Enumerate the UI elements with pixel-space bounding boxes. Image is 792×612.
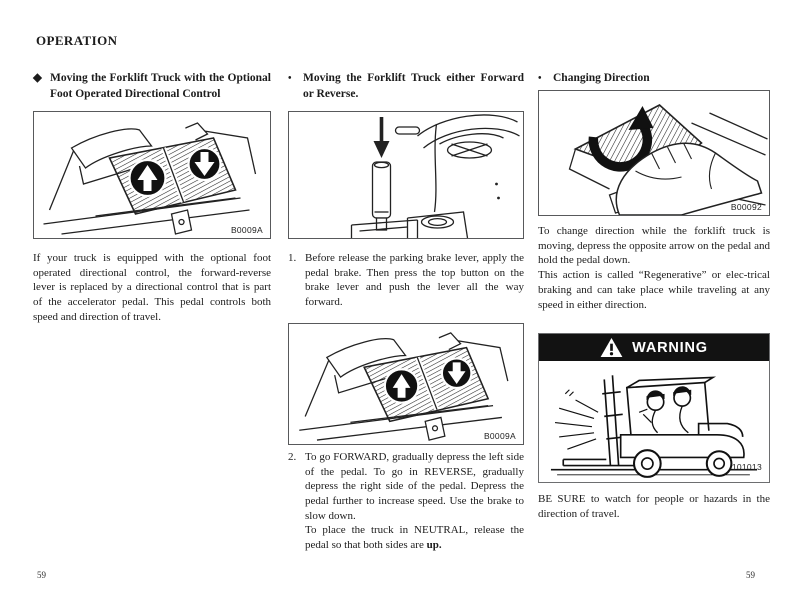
down-arrow-icon [194, 152, 215, 176]
page-number-left: 59 [37, 570, 46, 580]
page-number-right: 59 [746, 570, 755, 580]
foot-control-paragraph: If your truck is equipped with the optio… [33, 252, 271, 323]
foot-on-pedal-illustration [568, 104, 768, 215]
warning-box: WARNING [538, 333, 770, 484]
column-middle: • Moving the Forklift Truck either Forwa… [288, 70, 524, 553]
changing-direction-paragraph-2: This action is called “Regenerative” or … [538, 269, 770, 311]
warning-triangle-icon [600, 338, 623, 358]
down-arrow-icon [447, 362, 466, 384]
warning-title: WARNING [632, 339, 708, 356]
up-arrow-icon [137, 165, 158, 191]
column-left: ◆ Moving the Forklift Truck with the Opt… [33, 70, 271, 325]
bold-up: up. [426, 539, 442, 552]
steering-wheel-icon [417, 114, 520, 159]
step-1: 1. Before release the parking brake leve… [288, 252, 524, 309]
parking-brake-lever-illustration [350, 114, 520, 238]
pedal-plate [108, 137, 237, 215]
figure-code: B00092 [730, 202, 762, 212]
be-sure-note: BE SURE to watch for people or hazards i… [538, 493, 770, 520]
impact-lines [554, 389, 599, 450]
warning-header: WARNING [539, 334, 769, 362]
changing-direction-paragraph-1: To change direction while the forklift t… [538, 225, 770, 267]
brake-lever-figure [288, 111, 524, 239]
pedal-figure: B0009A [33, 111, 271, 239]
page-title: OPERATION [36, 33, 118, 48]
pedal-plate [363, 346, 490, 423]
column-right: • Changing Direction [538, 70, 770, 522]
directional-pedal-illustration [43, 122, 257, 235]
step-1-text: Before release the parking brake lever, … [305, 252, 524, 309]
dot-bullet-icon: • [538, 73, 542, 84]
section-heading-forward-reverse: • Moving the Forklift Truck either Forwa… [288, 72, 524, 100]
section-heading-foot-control: ◆ Moving the Forklift Truck with the Opt… [33, 72, 271, 100]
directional-pedal-illustration [299, 331, 509, 441]
pedal-figure-2: B0009A [288, 322, 524, 445]
section-heading-changing-direction: • Changing Direction [538, 70, 770, 87]
step-2-text-2: To place the truck in NEUTRAL, release t… [305, 524, 524, 552]
step-2-text: To go FORWARD, gradually depress the lef… [305, 450, 524, 522]
diamond-bullet-icon: ◆ [33, 72, 42, 84]
warning-illustration: 101013 [539, 361, 769, 482]
figure-code: 101013 [731, 462, 762, 473]
forklift-illustration [550, 375, 758, 479]
figure-code: B0009A [230, 225, 263, 235]
curved-arrow-icon [588, 106, 654, 172]
operators [646, 386, 692, 434]
foot-pedal-figure: B00092 [538, 90, 770, 216]
shoe-outline [615, 142, 763, 215]
step-2: 2. To go FORWARD, gradually depress the … [288, 450, 524, 552]
figure-code: B0009A [483, 430, 516, 441]
dot-bullet-icon: • [288, 73, 292, 84]
up-arrow-icon [392, 373, 411, 398]
